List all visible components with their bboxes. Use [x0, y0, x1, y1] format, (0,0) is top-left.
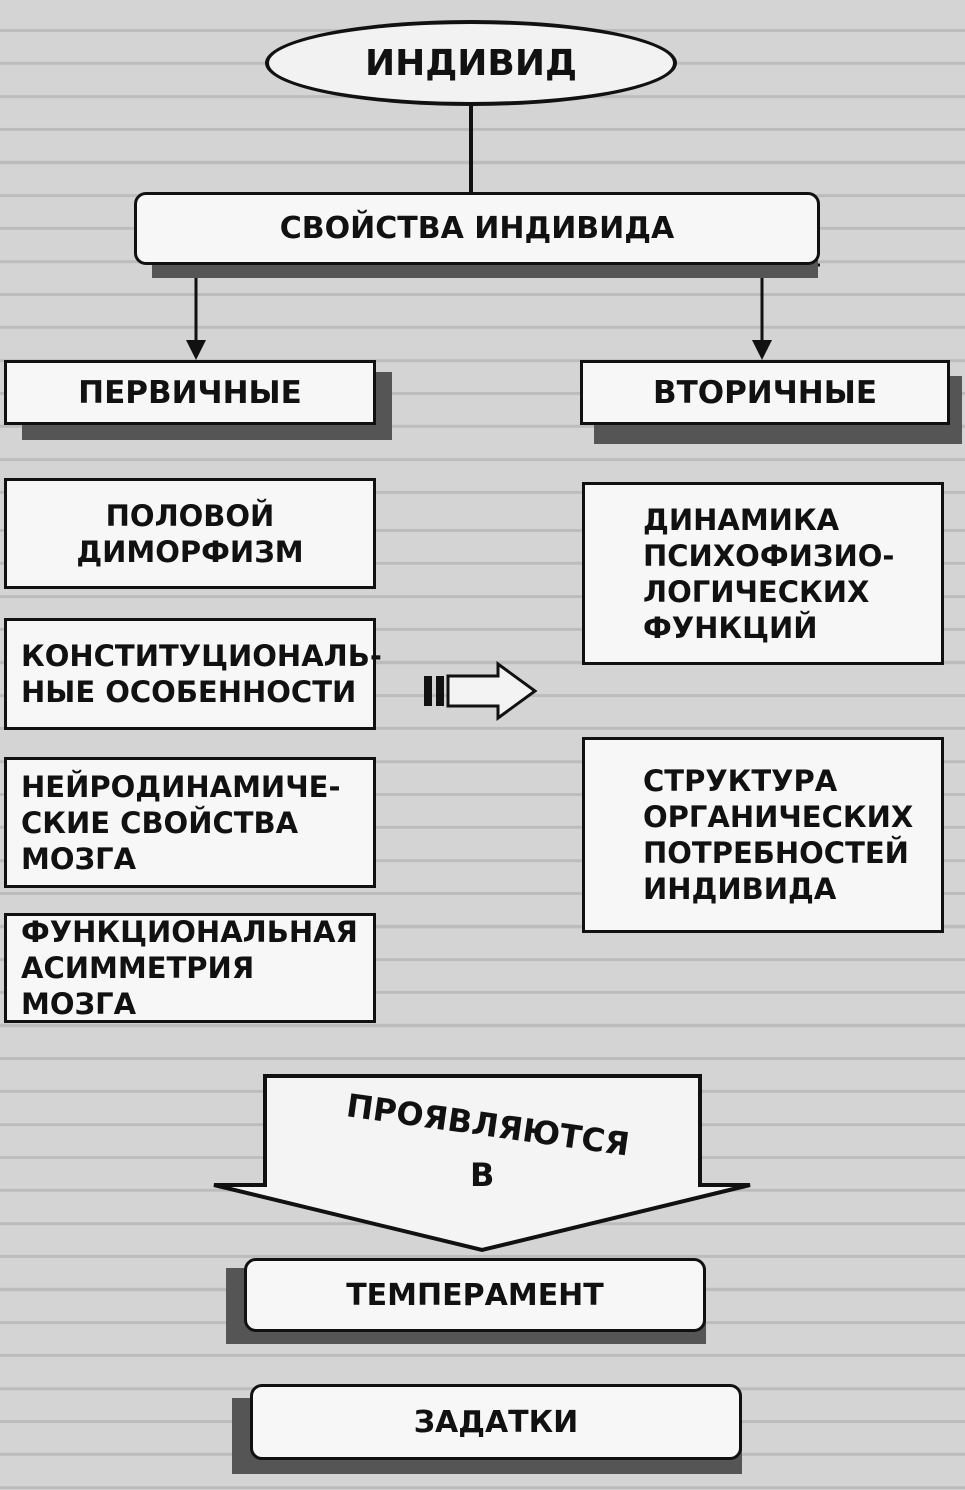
- arrowhead-primary: [186, 340, 206, 360]
- root-individ: ИНДИВИД: [265, 20, 677, 106]
- zadatki-box: ЗАДАТКИ: [250, 1384, 742, 1460]
- primary-item-neurodynamic: НЕЙРОДИНАМИЧЕ-СКИЕ СВОЙСТВА МОЗГА: [4, 757, 376, 888]
- primary-header: ПЕРВИЧНЫЕ: [4, 360, 376, 425]
- secondary-header: ВТОРИЧНЫЕ: [580, 360, 950, 425]
- properties-box: СВОЙСТВА ИНДИВИДА: [134, 192, 820, 265]
- primary-item-functional-asymmetry: ФУНКЦИОНАЛЬНАЯ АСИММЕТРИЯ МОЗГА: [4, 913, 376, 1023]
- primary-item-constitutional: КОНСТИТУЦИОНАЛЬ-НЫЕ ОСОБЕННОСТИ: [4, 618, 382, 730]
- primary-item-sexual-dimorphism: ПОЛОВОЙ ДИМОРФИЗМ: [4, 478, 376, 589]
- secondary-item-dynamics: ДИНАМИКА ПСИХОФИЗИО-ЛОГИЧЕСКИХ ФУНКЦИЙ: [582, 482, 944, 665]
- manifest-label-bottom: В: [470, 1156, 495, 1194]
- arrowhead-secondary: [752, 340, 772, 360]
- manifest-arrow-shape: [213, 1074, 751, 1253]
- between-columns-arrow: [424, 661, 538, 721]
- temperament-box: ТЕМПЕРАМЕНТ: [244, 1258, 706, 1332]
- secondary-item-structure: СТРУКТУРА ОРГАНИЧЕСКИХ ПОТРЕБНОСТЕЙ ИНДИ…: [582, 737, 944, 933]
